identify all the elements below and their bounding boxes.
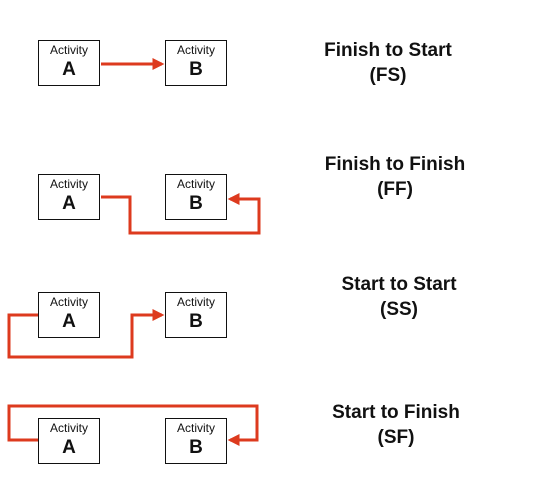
activity-letter: B	[189, 193, 203, 214]
relationship-name: Start to Start	[341, 274, 457, 295]
sf-label: Start to Finish (SF)	[281, 400, 511, 450]
ff-activity-a-box: Activity A	[38, 174, 100, 220]
activity-caption: Activity	[176, 43, 215, 57]
ss-label: Start to Start (SS)	[284, 272, 514, 322]
relationship-abbr: (FF)	[377, 179, 413, 200]
activity-caption: Activity	[176, 295, 215, 309]
activity-letter: A	[62, 193, 76, 214]
activity-caption: Activity	[49, 421, 88, 435]
activity-caption: Activity	[176, 177, 215, 191]
activity-letter: A	[62, 437, 76, 458]
ff-label: Finish to Finish (FF)	[280, 152, 510, 202]
relationship-name: Finish to Finish	[324, 154, 466, 175]
relationship-name: Finish to Start	[324, 40, 452, 61]
activity-caption: Activity	[49, 177, 88, 191]
activity-letter: B	[189, 311, 203, 332]
ss-activity-a-box: Activity A	[38, 292, 100, 338]
ss-activity-b-box: Activity B	[165, 292, 227, 338]
activity-caption: Activity	[49, 43, 88, 57]
activity-letter: A	[62, 311, 76, 332]
relationship-abbr: (FS)	[369, 65, 407, 86]
sf-activity-b-box: Activity B	[165, 418, 227, 464]
relationship-name: Start to Finish	[332, 402, 460, 423]
ss-connector-arrow	[7, 309, 165, 359]
ff-activity-b-box: Activity B	[165, 174, 227, 220]
relationship-abbr: (SF)	[377, 427, 415, 448]
fs-activity-a-box: Activity A	[38, 40, 100, 86]
ff-connector-arrow	[101, 193, 261, 235]
activity-letter: B	[189, 59, 203, 80]
activity-letter: A	[62, 59, 76, 80]
activity-letter: B	[189, 437, 203, 458]
relationship-abbr: (SS)	[380, 299, 418, 320]
sf-connector-arrow	[7, 404, 259, 446]
activity-caption: Activity	[176, 421, 215, 435]
activity-caption: Activity	[49, 295, 88, 309]
fs-activity-b-box: Activity B	[165, 40, 227, 86]
fs-label: Finish to Start (FS)	[273, 38, 503, 88]
sf-activity-a-box: Activity A	[38, 418, 100, 464]
